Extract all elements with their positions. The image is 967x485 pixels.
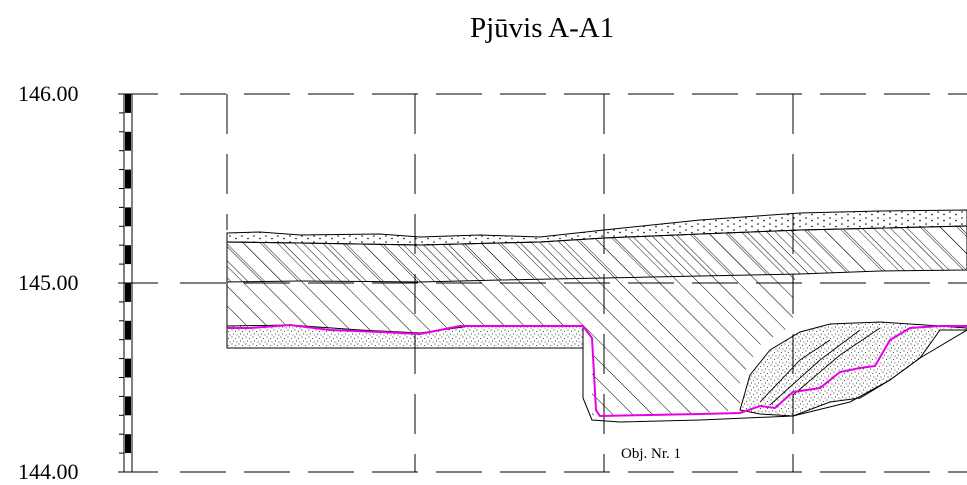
scale-segment: [125, 131, 131, 151]
scale-segments: [119, 93, 131, 454]
scale-segment: [125, 207, 131, 227]
object-label: Obj. Nr. 1: [621, 446, 681, 462]
elevation-label-bottom: 144.00: [18, 459, 79, 484]
topsoil-layer: [226, 209, 967, 246]
scale-segment: [125, 358, 131, 378]
scale-segment: [125, 169, 131, 189]
section-title: Pjūvis A-A1: [470, 12, 615, 44]
scale-segment: [125, 245, 131, 265]
elevation-label-middle: 145.00: [18, 270, 79, 295]
elevation-label-top: 146.00: [18, 81, 79, 106]
soil-layers: [226, 209, 967, 423]
scale-segment: [125, 320, 131, 340]
scale-segment: [125, 283, 131, 302]
scale-segment: [125, 396, 131, 416]
scale-segment: [125, 434, 131, 454]
scale-segment: [125, 94, 131, 113]
magenta-boundary-line: [227, 323, 967, 418]
elevation-scale-bar: [118, 93, 158, 473]
